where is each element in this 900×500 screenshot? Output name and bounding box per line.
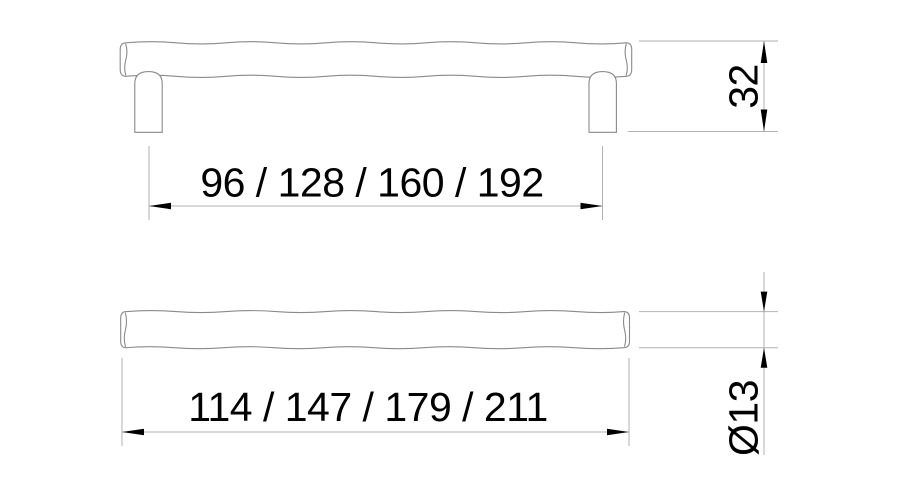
plan-bar-right-cap-line xyxy=(622,312,627,347)
arrow-down-icon xyxy=(760,109,768,132)
arrow-left-icon xyxy=(149,202,171,210)
dim-front-height-arrows xyxy=(760,41,768,132)
front-bar-left-cap-line xyxy=(124,43,128,76)
plan-bar-left-cap-line xyxy=(123,312,128,347)
dim-overall-length xyxy=(121,358,630,446)
plan-bar-outline xyxy=(120,310,631,350)
dim-bar-diameter-label: Ø13 xyxy=(721,380,767,456)
arrow-up-icon xyxy=(760,41,768,63)
dim-overall-length-label: 114 / 147 / 179 / 211 xyxy=(188,384,548,430)
front-right-post xyxy=(588,71,617,133)
plan-view xyxy=(120,310,631,350)
arrow-down-icon xyxy=(760,291,768,312)
arrow-up-icon xyxy=(760,347,768,368)
arrow-right-icon xyxy=(607,428,629,436)
front-bar-right-cap-line xyxy=(624,43,628,76)
dim-front-hole-spacing-label: 96 / 128 / 160 / 192 xyxy=(200,160,543,206)
arrow-right-icon xyxy=(580,202,603,210)
dim-front-height-label: 32 xyxy=(721,64,767,109)
dim-overall-length-arrows xyxy=(122,428,629,436)
dim-bar-diameter-arrows xyxy=(760,291,768,368)
dim-front-hole-spacing-arrows xyxy=(149,202,603,210)
front-bar-outline xyxy=(119,41,633,78)
arrow-left-icon xyxy=(122,428,144,436)
front-left-post xyxy=(134,71,163,133)
front-view xyxy=(119,41,633,133)
dim-front-hole-spacing xyxy=(148,146,603,220)
